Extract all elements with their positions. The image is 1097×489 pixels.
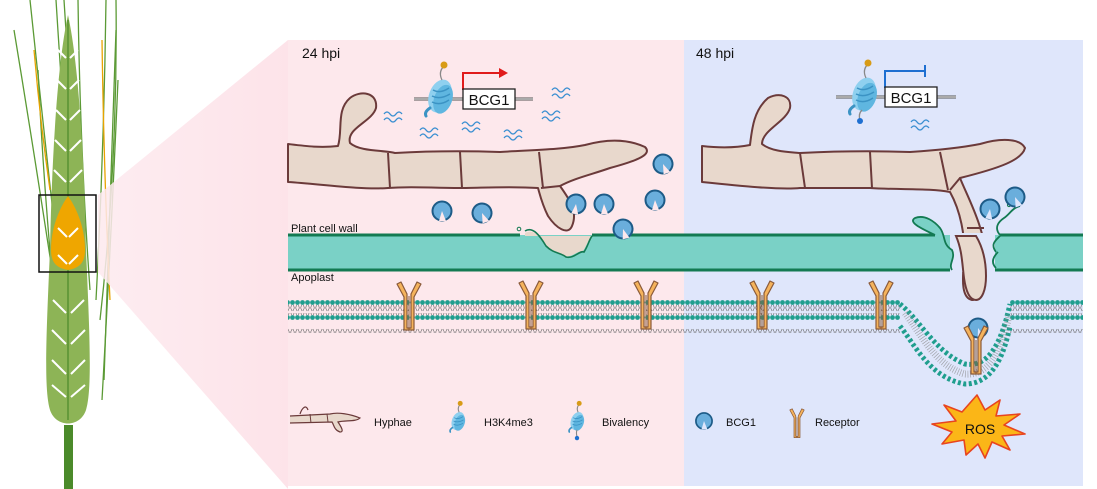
wheat-spikelet-lines <box>51 49 86 398</box>
wheat-stem <box>64 425 73 489</box>
bcg1-protein <box>644 189 666 211</box>
repressed-transcription-arrow <box>884 65 926 88</box>
plasma-membrane <box>288 298 1083 387</box>
bivalency-nucleosome-icon <box>567 400 587 441</box>
legend-item-h3k4me3: H3K4me3 <box>448 400 533 434</box>
cell-wall-label: Plant cell wall <box>291 223 358 235</box>
legend-label-receptor: Receptor <box>815 417 860 429</box>
panel-title-24hpi: 24 hpi <box>302 45 340 61</box>
bcg1-protein <box>431 200 453 222</box>
membrane-invagination <box>898 302 1013 367</box>
hypha-24hpi <box>287 92 648 232</box>
bcg1-gene-box-24hpi <box>462 88 516 110</box>
h3k27me3-mark <box>857 118 863 124</box>
wheat-spike-illustration <box>13 0 119 489</box>
h3k4me3-mark <box>440 61 448 69</box>
infected-spikelet <box>51 196 85 270</box>
bcg1-gene-box-48hpi <box>884 86 938 108</box>
h3k4me3-mark <box>864 59 872 67</box>
legend-item-receptor: Receptor <box>789 408 860 438</box>
bcg1-gene-label-24hpi: BCG1 <box>469 92 510 109</box>
legend: Hyphae H3K4me3 Bivalency BCG1 <box>289 400 860 441</box>
legend-label-hyphae: Hyphae <box>374 417 412 429</box>
legend-item-bivalency: Bivalency <box>567 400 650 441</box>
active-transcription-arrow <box>462 72 499 90</box>
plant-cell-wall <box>288 199 1083 302</box>
gene-module-48hpi: BCG1 <box>836 59 956 124</box>
legend-label-bcg1: BCG1 <box>726 417 756 429</box>
legend-label-h3k4me3: H3K4me3 <box>484 417 533 429</box>
h3k4me3-nucleosome <box>422 61 459 118</box>
ros-label: ROS <box>965 421 995 437</box>
bivalent-nucleosome <box>846 59 883 124</box>
gene-module-24hpi: BCG1 <box>414 61 533 118</box>
legend-label-bivalency: Bivalency <box>602 417 650 429</box>
panel-title-48hpi: 48 hpi <box>696 45 734 61</box>
apoplast-label: Apoplast <box>291 272 334 284</box>
zoom-projection <box>98 40 288 489</box>
ros-burst: ROS <box>931 394 1026 459</box>
h3k4me3-nucleosome-icon <box>448 400 468 434</box>
hyphae-icon <box>289 412 362 433</box>
legend-item-hyphae: Hyphae <box>289 406 412 433</box>
zoom-region-box <box>38 194 97 273</box>
bcg1-gene-label-48hpi: BCG1 <box>891 90 932 107</box>
ros-burst-icon <box>931 394 1026 459</box>
cell-wall-degradation-24hpi <box>525 231 592 257</box>
bcg1-protein <box>593 193 615 215</box>
hypha-48hpi <box>701 94 1026 301</box>
legend-item-bcg1: BCG1 <box>695 412 756 431</box>
bcg1-protein-icon <box>695 412 713 431</box>
